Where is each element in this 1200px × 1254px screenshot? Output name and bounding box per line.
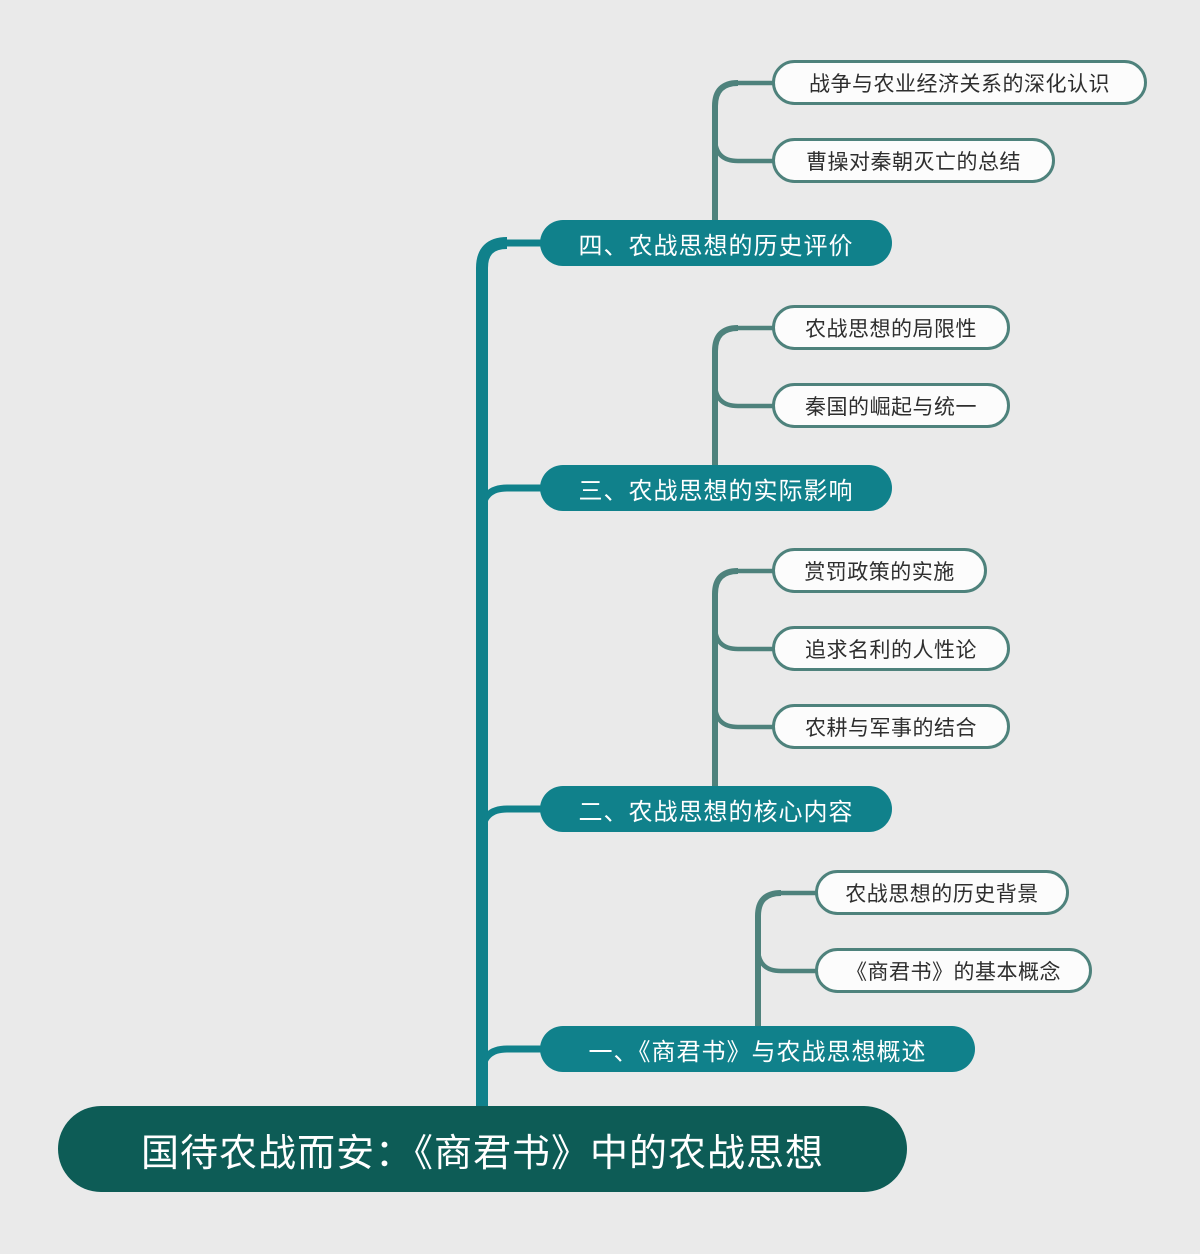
leaf-node[interactable]: 曹操对秦朝灭亡的总结 xyxy=(772,138,1055,183)
leaf-connector-2-2 xyxy=(712,623,778,652)
trunk-branch-3 xyxy=(478,484,544,517)
leaf-node-label: 赏罚政策的实施 xyxy=(804,560,955,584)
leaf-node-label: 《商君书》的基本概念 xyxy=(846,960,1061,984)
leaf-node[interactable]: 追求名利的人性论 xyxy=(772,626,1010,671)
leaf-node-label: 农耕与军事的结合 xyxy=(805,716,977,740)
branch-node[interactable]: 四、农战思想的历史评价 xyxy=(540,220,892,266)
branch-node-label: 一、《商君书》与农战思想概述 xyxy=(588,1038,927,1066)
leaf-node-label: 秦国的崛起与统一 xyxy=(805,395,977,419)
leaf-node[interactable]: 秦国的崛起与统一 xyxy=(772,383,1010,428)
leaf-node[interactable]: 农战思想的局限性 xyxy=(772,305,1010,350)
leaf-node-label: 农战思想的历史背景 xyxy=(845,882,1039,906)
leaf-node[interactable]: 农战思想的历史背景 xyxy=(815,870,1069,915)
trunk-branch-1 xyxy=(478,1045,544,1078)
root-node-label: 国待农战而安：《商君书》中的农战思想 xyxy=(140,1132,824,1175)
branch-node[interactable]: 二、农战思想的核心内容 xyxy=(540,786,892,832)
leaf-node[interactable]: 赏罚政策的实施 xyxy=(772,548,987,593)
subtrunk-branch-3 xyxy=(712,325,739,488)
leaf-connector-2-3 xyxy=(712,701,778,730)
leaf-node-label: 战争与农业经济关系的深化认识 xyxy=(809,72,1110,96)
branch-node[interactable]: 一、《商君书》与农战思想概述 xyxy=(540,1026,975,1072)
branch-node-label: 四、农战思想的历史评价 xyxy=(578,232,854,260)
leaf-connector-4-2 xyxy=(712,135,778,164)
leaf-node-label: 曹操对秦朝灭亡的总结 xyxy=(806,150,1021,174)
leaf-node-label: 追求名利的人性论 xyxy=(805,638,977,662)
trunk-branch-2 xyxy=(478,805,544,838)
leaf-node-label: 农战思想的局限性 xyxy=(805,317,977,341)
leaf-node[interactable]: 《商君书》的基本概念 xyxy=(815,948,1092,993)
leaf-node[interactable]: 战争与农业经济关系的深化认识 xyxy=(772,60,1147,105)
subtrunk-branch-4 xyxy=(712,80,739,243)
branch-node-label: 二、农战思想的核心内容 xyxy=(578,798,854,826)
root-node[interactable]: 国待农战而安：《商君书》中的农战思想 xyxy=(58,1106,907,1192)
leaf-connector-1-2 xyxy=(755,945,821,974)
subtrunk-branch-2 xyxy=(712,568,739,809)
leaf-connector-3-2 xyxy=(712,380,778,409)
trunk-spine xyxy=(476,237,508,1150)
branch-node-label: 三、农战思想的实际影响 xyxy=(578,477,854,505)
branch-node[interactable]: 三、农战思想的实际影响 xyxy=(540,465,892,511)
leaf-node[interactable]: 农耕与军事的结合 xyxy=(772,704,1010,749)
